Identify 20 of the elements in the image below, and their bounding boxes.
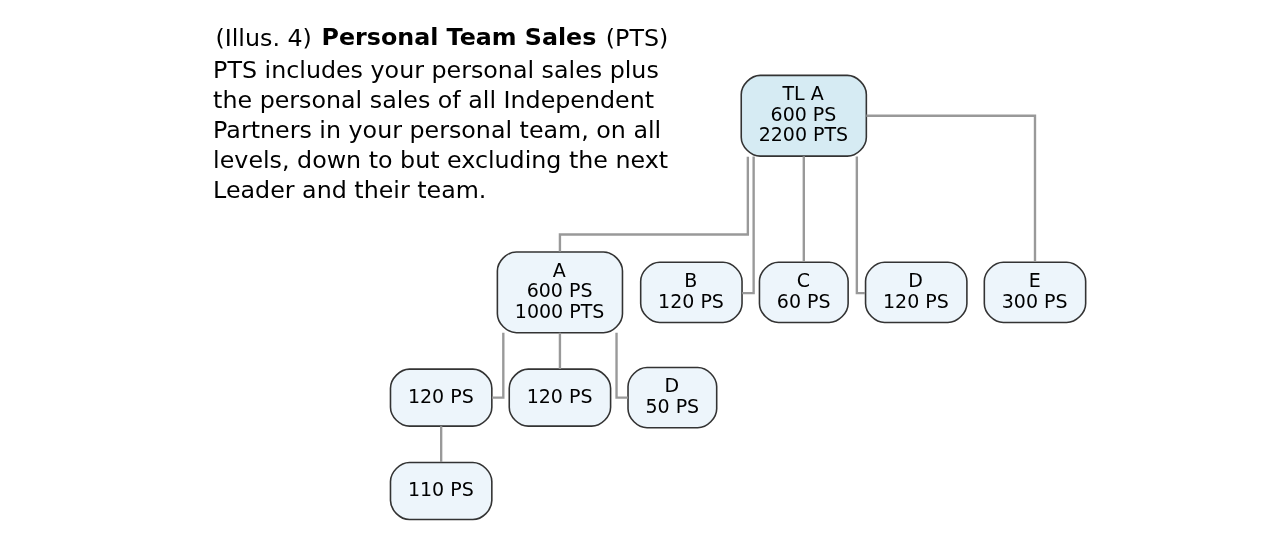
node-box: D 120 PS bbox=[864, 261, 968, 324]
node-box: B 120 PS bbox=[639, 261, 743, 324]
connector bbox=[491, 332, 505, 399]
connector bbox=[439, 426, 443, 463]
connector bbox=[558, 332, 562, 369]
label: (Illus. 4) Personal Team Sales (PTS) bbox=[215, 22, 669, 53]
connector bbox=[802, 156, 805, 262]
node-box: 110 PS bbox=[389, 461, 493, 521]
connector bbox=[866, 114, 1037, 262]
connector bbox=[855, 156, 866, 295]
node-box: TL A 600 PS 2200 PTS bbox=[740, 74, 868, 157]
connector bbox=[742, 156, 755, 295]
node-box: A 600 PS 1000 PTS bbox=[496, 251, 624, 334]
node-box: E 300 PS bbox=[983, 261, 1087, 324]
node-box: 120 PS bbox=[389, 368, 493, 427]
label: PTS includes your personal sales plus the personal sales of all Independent Partners in your personal team, on all levels, down to but excluding the next Leader and their team. bbox=[213, 55, 669, 205]
node-box: D 50 PS bbox=[627, 366, 718, 429]
node-box: C 60 PS bbox=[758, 261, 849, 324]
connector bbox=[615, 332, 628, 399]
node-box: 120 PS bbox=[508, 368, 612, 427]
